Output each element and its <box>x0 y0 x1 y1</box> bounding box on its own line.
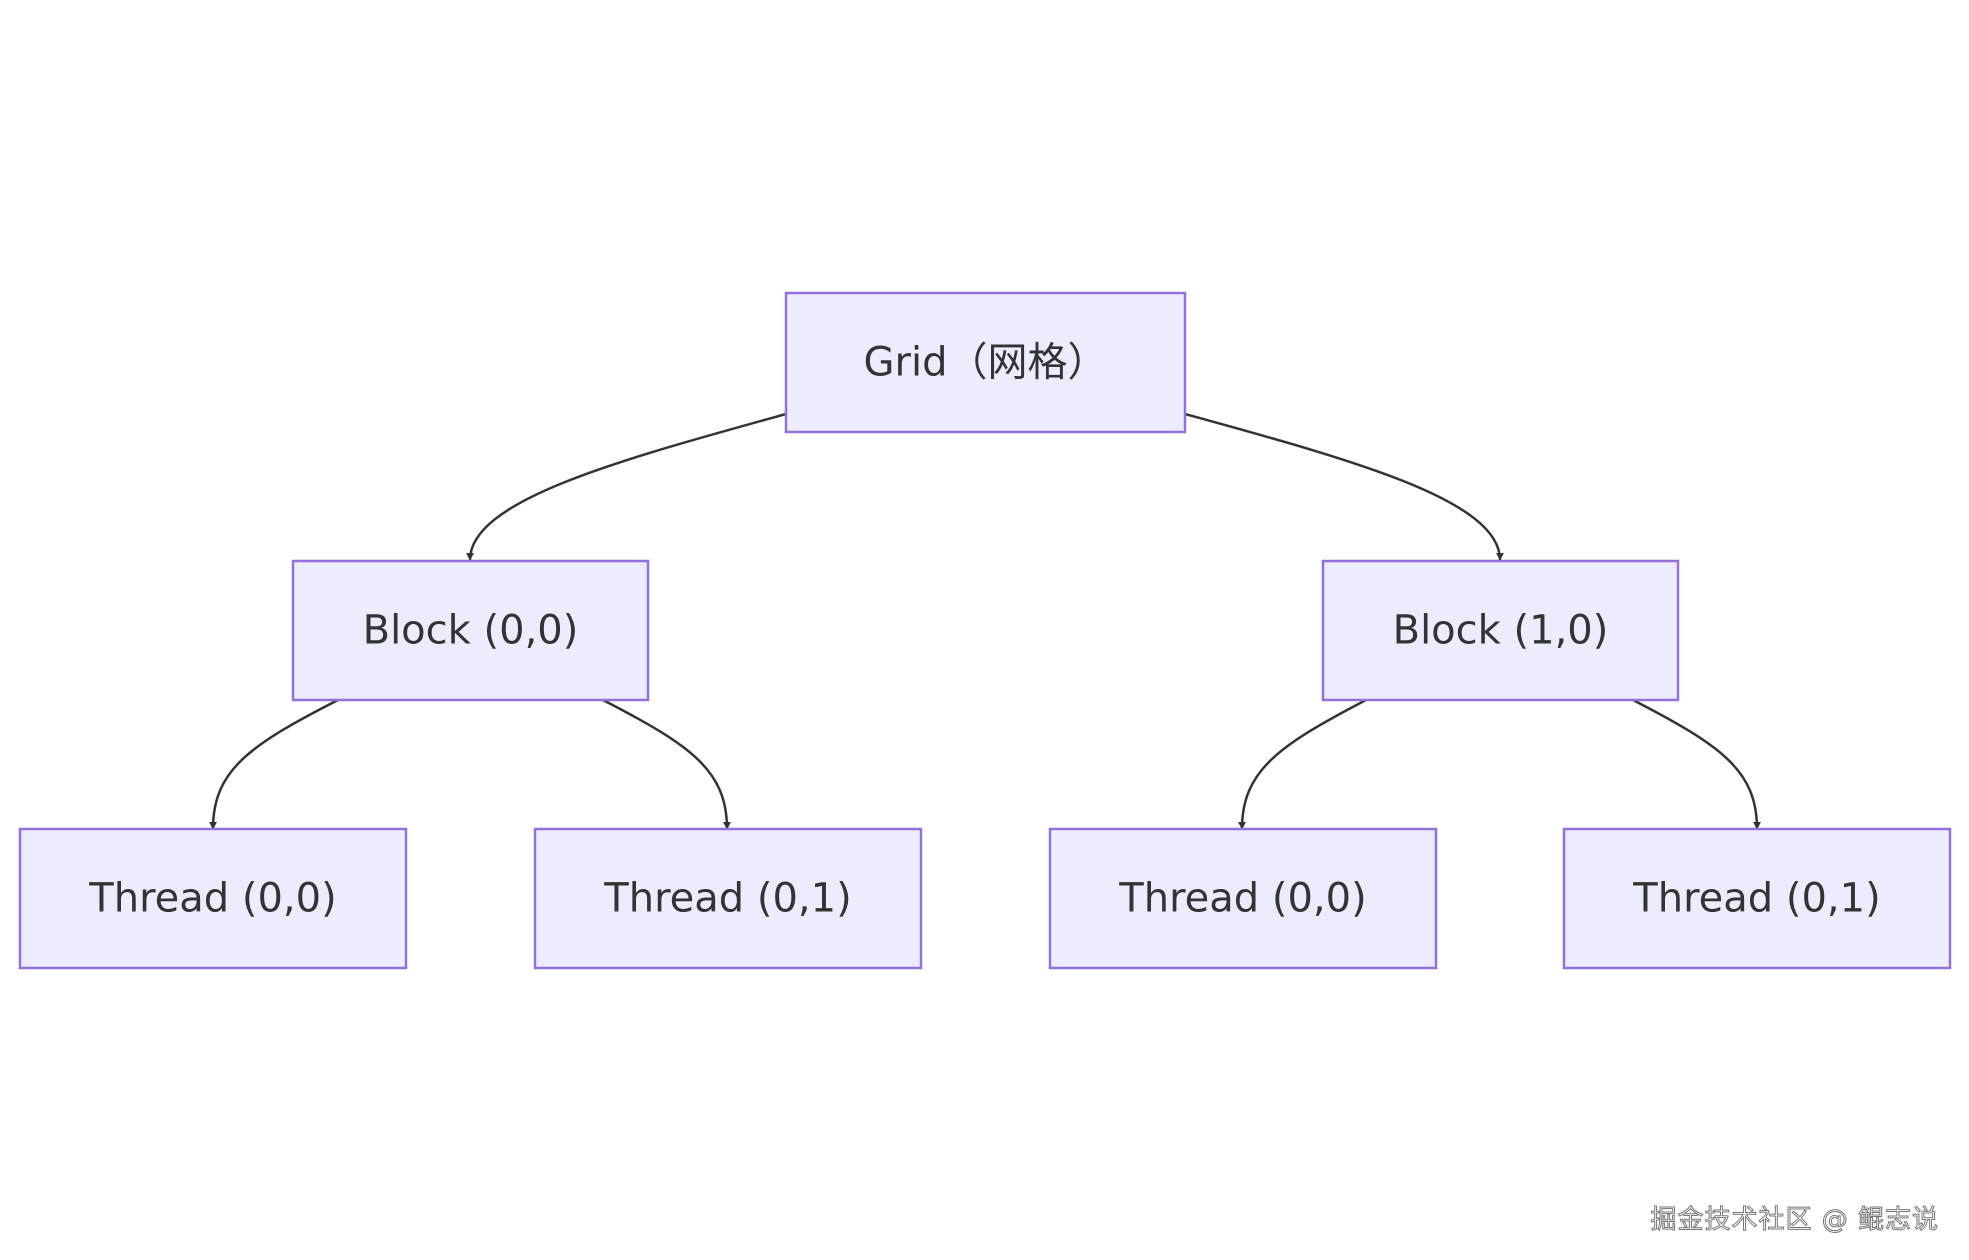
edge-grid-to-block10 <box>1184 412 1504 561</box>
node-thread00b-label: Thread (0,0) <box>1118 876 1366 922</box>
node-block00-label: Block (0,0) <box>363 608 579 654</box>
node-block10: Block (1,0) <box>1321 559 1680 702</box>
edge-grid-to-block00 <box>466 412 787 561</box>
node-block00: Block (0,0) <box>291 559 650 702</box>
node-thread01a: Thread (0,1) <box>533 827 923 970</box>
node-block10-label: Block (1,0) <box>1393 608 1609 654</box>
node-thread01b-label: Thread (0,1) <box>1632 876 1880 922</box>
node-thread00b: Thread (0,0) <box>1048 827 1438 970</box>
node-grid-label: Grid（网格） <box>864 340 1108 386</box>
edge-block10-to-thread00b <box>1238 698 1367 830</box>
edge-block00-to-thread01a <box>602 698 731 830</box>
edge-block00-to-thread00a <box>209 698 339 830</box>
node-thread00a-label: Thread (0,0) <box>88 876 336 922</box>
node-thread00a: Thread (0,0) <box>18 827 408 970</box>
edge-block10-to-thread01b <box>1632 698 1761 830</box>
watermark: 掘金技术社区 @ 鲲志说 <box>1650 1205 1939 1236</box>
node-thread01a-label: Thread (0,1) <box>603 876 851 922</box>
node-grid: Grid（网格） <box>784 291 1187 434</box>
node-thread01b: Thread (0,1) <box>1562 827 1952 970</box>
